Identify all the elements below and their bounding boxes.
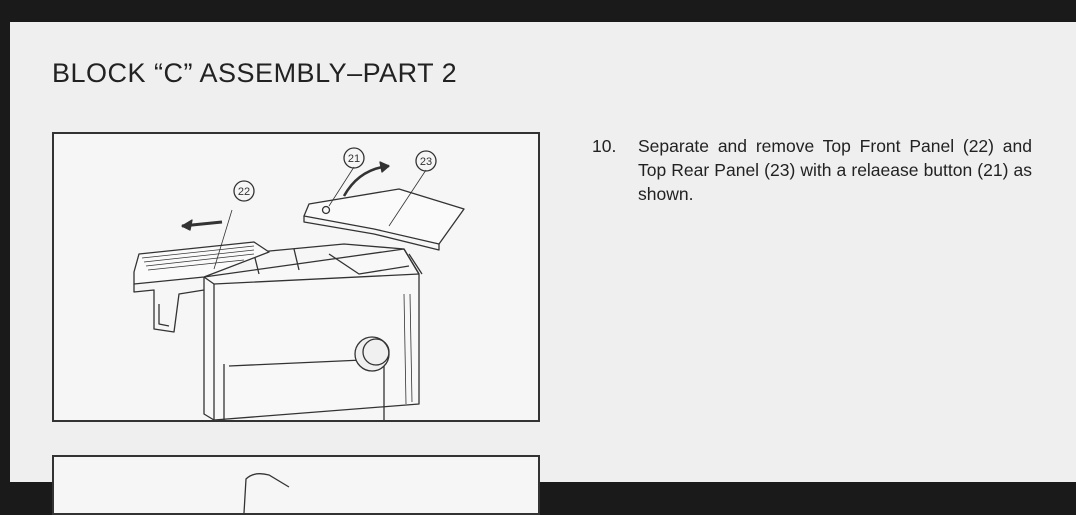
- manual-page: BLOCK “C” ASSEMBLY–PART 2: [10, 22, 1076, 515]
- unit-body: [203, 248, 420, 420]
- figure-1: 21 22 23: [52, 132, 540, 422]
- assembly-illustration-2: [243, 473, 290, 513]
- callout-21-circle: [343, 147, 365, 169]
- callout-21: 21: [348, 153, 360, 165]
- step-text: Separate and remove Top Front Panel (22)…: [638, 136, 1032, 204]
- instruction-step-10: 10. Separate and remove Top Front Panel …: [592, 134, 1032, 206]
- callout-22: 22: [238, 186, 250, 198]
- release-button: [321, 205, 331, 215]
- assembly-illustration-1: 21 22 23: [133, 147, 465, 420]
- top-rear-panel: [303, 188, 465, 245]
- step-number: 10.: [592, 136, 617, 156]
- callout-23-circle: [415, 150, 437, 172]
- page-title: BLOCK “C” ASSEMBLY–PART 2: [52, 58, 458, 88]
- callout-22-circle: [233, 180, 255, 202]
- figure-2: [52, 455, 540, 515]
- callout-23: 23: [420, 156, 432, 168]
